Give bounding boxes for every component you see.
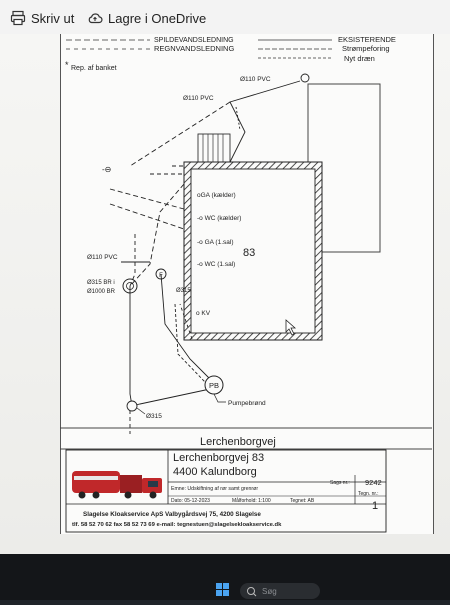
browser-toolbar: Skriv ut Lagre i OneDrive <box>0 0 450 35</box>
title-block: Lerchenborgvej 83 4400 Kalundborg Sags n… <box>65 449 387 533</box>
case-number: 9242 <box>365 478 382 487</box>
small-well <box>155 268 167 280</box>
onedrive-label: Lagre i OneDrive <box>108 10 207 26</box>
bottom-well <box>126 400 138 412</box>
search-box[interactable] <box>240 583 320 599</box>
fixture-kv: o KV <box>196 310 211 317</box>
main-well <box>122 278 138 294</box>
fixture-ga-first-floor: -o GA (1.sal) <box>197 239 234 246</box>
drawing-number: 1 <box>372 500 378 512</box>
date-field: Dato: 05-12-2023 <box>171 498 210 504</box>
address-line-2: 4400 Kalundborg <box>173 466 257 478</box>
pipe-label-mid: Ø110 PVC <box>183 95 214 102</box>
legend-new-drain: Nyt dræn <box>344 54 375 63</box>
pipe-label-left: Ø110 PVC <box>87 254 118 261</box>
fixture-list: oGA (kælder) -o WC (kælder) -o GA (1.sal… <box>196 192 241 317</box>
contact-line: tlf. 58 52 70 62 fax 58 52 73 69 e-mail:… <box>72 522 282 528</box>
print-button[interactable]: Skriv ut <box>10 7 74 29</box>
sewer-plan-drawing: SPILDEVANDSLEDNING REGNVANDSLEDNING EKSI… <box>60 35 432 533</box>
pump-well-label: Pumpebrønd <box>228 400 266 407</box>
drawn-by-field: Tegnet: AB <box>290 498 315 504</box>
truck-logo <box>72 471 162 499</box>
bottom-well-label: Ø315 <box>146 413 162 420</box>
fixture-wc-first-floor: -o WC (1.sal) <box>197 261 235 268</box>
drawing-label: Tegn. nr.: <box>358 491 379 497</box>
address-line-1: Lerchenborgvej 83 <box>173 452 264 464</box>
legend-rainwater: REGNVANDSLEDNING <box>154 44 234 53</box>
legend-existing: EKSISTERENDE <box>338 35 396 44</box>
repair-marker-icon: * <box>65 60 69 70</box>
main-well-label-1: Ø315 BR i <box>87 280 115 286</box>
small-well-label: Ø315 <box>176 288 191 294</box>
legend-stocking: Strømpeforing <box>342 44 390 53</box>
company-line: Slagelse Kloakservice ApS Valbygårdsvej … <box>83 510 261 518</box>
legend: SPILDEVANDSLEDNING REGNVANDSLEDNING EKSI… <box>65 35 396 72</box>
monitor-screen: SPILDEVANDSLEDNING REGNVANDSLEDNING EKSI… <box>0 34 450 554</box>
pump-well-symbol: PB <box>209 381 219 390</box>
search-placeholder: Søg <box>262 587 277 596</box>
main-well-label-2: Ø1000 BR <box>87 289 116 295</box>
printer-icon <box>10 10 26 26</box>
street-name: Lerchenborgvej <box>200 436 276 448</box>
inspection-point-top <box>300 73 310 83</box>
entrance-stairs <box>197 133 231 163</box>
fixture-wc-basement: -o WC (kælder) <box>197 215 241 222</box>
print-label: Skriv ut <box>31 10 75 26</box>
small-well-mark: F <box>159 273 163 279</box>
case-label: Sags nr.: <box>330 480 350 486</box>
legend-sewer: SPILDEVANDSLEDNING <box>154 37 234 44</box>
windows-taskbar: Søg <box>0 554 450 600</box>
house-number: 83 <box>243 247 255 259</box>
end-marker-left: -⊖ <box>102 165 111 174</box>
legend-repair: Rep. af banket <box>71 65 117 72</box>
subject-line: Emne: Udskiftning af rør samt grenrør <box>171 486 258 492</box>
search-icon <box>247 587 255 595</box>
fixture-ga-basement: oGA (kælder) <box>197 192 236 199</box>
windows-start-icon[interactable] <box>216 583 229 596</box>
scale-field: Målforhold: 1:100 <box>232 497 271 504</box>
pipe-label-top: Ø110 PVC <box>240 76 271 83</box>
mouse-cursor-icon <box>285 319 297 336</box>
house-outline <box>183 161 323 341</box>
cloud-upload-icon <box>88 13 103 24</box>
save-onedrive-button[interactable]: Lagre i OneDrive <box>87 7 206 29</box>
